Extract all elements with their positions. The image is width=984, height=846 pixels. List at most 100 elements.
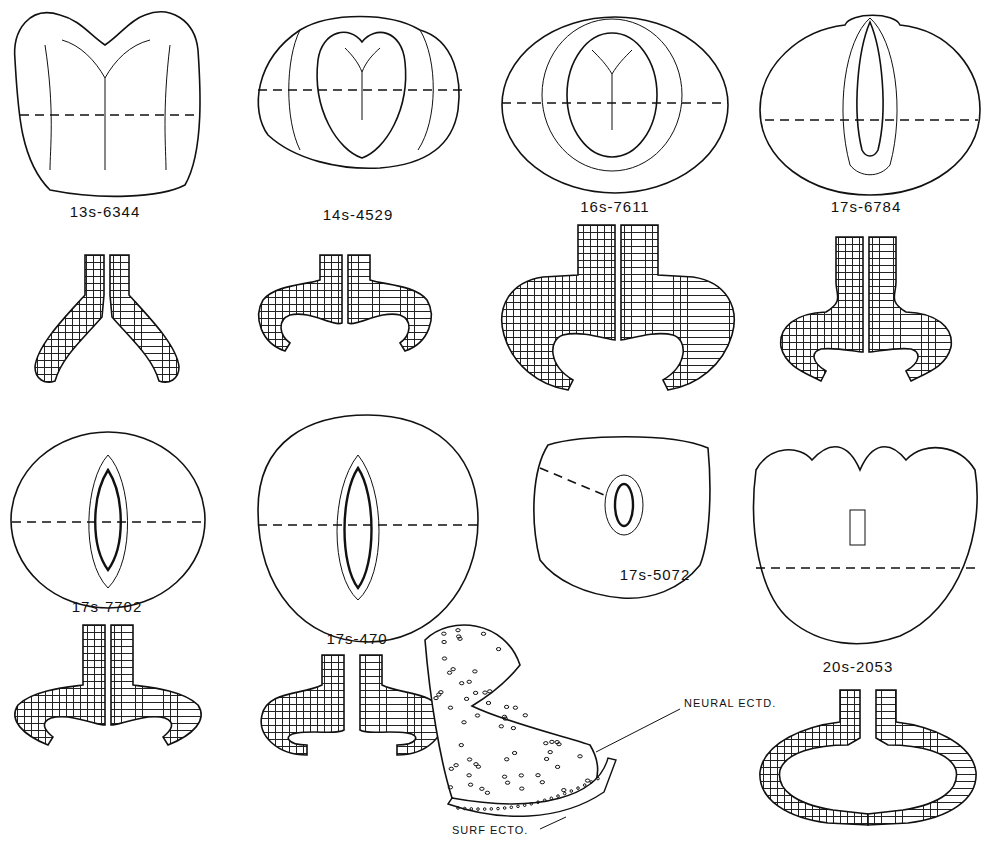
drawing-stroke — [490, 808, 493, 811]
drawing-stroke — [781, 237, 952, 381]
specimen-label: 13s-6344 — [70, 203, 141, 220]
drawing-stroke — [467, 758, 471, 761]
specimen-label: 17s-6784 — [831, 198, 902, 215]
drawing-stroke — [110, 255, 179, 382]
drawing-stroke — [502, 225, 615, 390]
drawing-stroke — [480, 787, 484, 790]
drawing-stroke — [442, 632, 446, 635]
drawing-stroke — [345, 48, 380, 120]
drawing-stroke — [585, 779, 589, 782]
drawing-stroke — [457, 807, 460, 810]
drawing-stroke — [470, 808, 473, 811]
drawing-stroke — [447, 671, 451, 674]
drawing-stroke — [449, 767, 453, 770]
drawing-stroke — [517, 805, 520, 808]
drawing-stroke — [12, 521, 204, 523]
drawing-stroke — [20, 114, 200, 116]
drawing-stroke — [463, 807, 466, 810]
drawing-stroke — [485, 791, 489, 794]
drawing-stroke — [519, 774, 523, 777]
drawing-stroke — [510, 806, 513, 809]
drawing-stroke — [499, 725, 503, 728]
drawing-stroke — [537, 801, 540, 804]
drawing-stroke — [468, 783, 472, 786]
drawing-stroke — [765, 119, 978, 121]
drawing-stroke — [513, 706, 517, 709]
drawing-stroke — [15, 12, 200, 196]
embryo-outline — [11, 12, 980, 644]
drawing-stroke — [555, 741, 559, 744]
drawing-stroke — [497, 807, 500, 810]
drawing-stroke — [488, 690, 492, 693]
drawing-stroke — [523, 804, 526, 807]
specimen-label: 17s-5072 — [620, 566, 691, 583]
drawing-stroke — [111, 625, 201, 745]
drawing-stroke — [425, 625, 598, 812]
drawing-stroke — [542, 19, 682, 171]
drawing-stroke — [557, 795, 560, 798]
tissue-label: SURF ECTO. — [452, 824, 528, 836]
specimen-label: 16s-7611 — [580, 198, 649, 215]
drawing-stroke — [540, 468, 604, 495]
drawing-stroke — [473, 691, 477, 694]
tissue-label: NEURAL ECTD. — [684, 697, 776, 709]
drawing-stroke — [505, 758, 509, 761]
drawing-stroke — [35, 255, 179, 382]
drawing-stroke — [502, 715, 506, 718]
specimen-label: 17s-470 — [326, 630, 387, 647]
drawing-stroke — [481, 632, 485, 635]
drawing-stroke — [460, 682, 464, 685]
drawing-stroke — [448, 706, 452, 709]
drawing-stroke — [483, 691, 487, 694]
drawing-stroke — [548, 751, 552, 754]
drawing-stroke — [258, 415, 478, 642]
neural-plate-section — [15, 225, 976, 825]
drawing-stroke — [486, 701, 490, 704]
drawing-stroke — [457, 635, 461, 638]
drawing-stroke — [462, 721, 466, 724]
drawing-stroke — [258, 17, 459, 169]
drawing-stroke — [544, 757, 548, 760]
drawing-stroke — [540, 781, 544, 784]
drawing-stroke — [583, 784, 586, 787]
drawing-stroke — [563, 792, 566, 795]
drawing-stroke — [504, 705, 508, 708]
drawing-stroke — [550, 740, 554, 743]
drawing-stroke — [868, 690, 976, 825]
drawing-stroke — [496, 648, 500, 651]
drawing-stroke — [474, 763, 478, 766]
drawing-stroke — [562, 789, 566, 792]
drawing-stroke — [536, 774, 540, 777]
drawing-stroke — [454, 764, 458, 767]
drawing-stroke — [754, 447, 978, 644]
drawing-stroke — [869, 237, 951, 381]
drawing-stroke — [475, 714, 479, 717]
specimen-label: 17s-7702 — [72, 598, 143, 615]
drawing-stroke — [512, 751, 516, 754]
drawing-stroke — [442, 640, 446, 643]
drawing-stroke — [605, 475, 643, 535]
drawing-stroke — [261, 655, 443, 755]
drawing-stroke — [95, 470, 121, 570]
drawing-stroke — [555, 765, 559, 768]
drawing-stroke — [259, 255, 342, 351]
drawing-stroke — [345, 468, 372, 588]
drawing-stroke — [317, 32, 406, 158]
drawing-stroke — [857, 22, 883, 156]
drawing-stroke — [577, 787, 580, 790]
drawing-stroke — [35, 255, 104, 382]
drawing-stroke — [505, 781, 509, 784]
drawing-stroke — [567, 33, 657, 157]
drawing-stroke — [459, 744, 463, 747]
drawing-stroke — [502, 775, 506, 778]
drawing-stroke — [464, 697, 468, 700]
drawing-stroke — [540, 817, 566, 829]
drawing-stroke — [456, 629, 460, 632]
drawing-stroke — [596, 709, 680, 752]
drawing-stroke — [523, 714, 527, 717]
drawing-stroke — [756, 567, 980, 569]
drawing-stroke — [467, 680, 471, 683]
drawing-stroke — [15, 625, 105, 745]
specimen-label: 20s-2053 — [823, 658, 894, 675]
